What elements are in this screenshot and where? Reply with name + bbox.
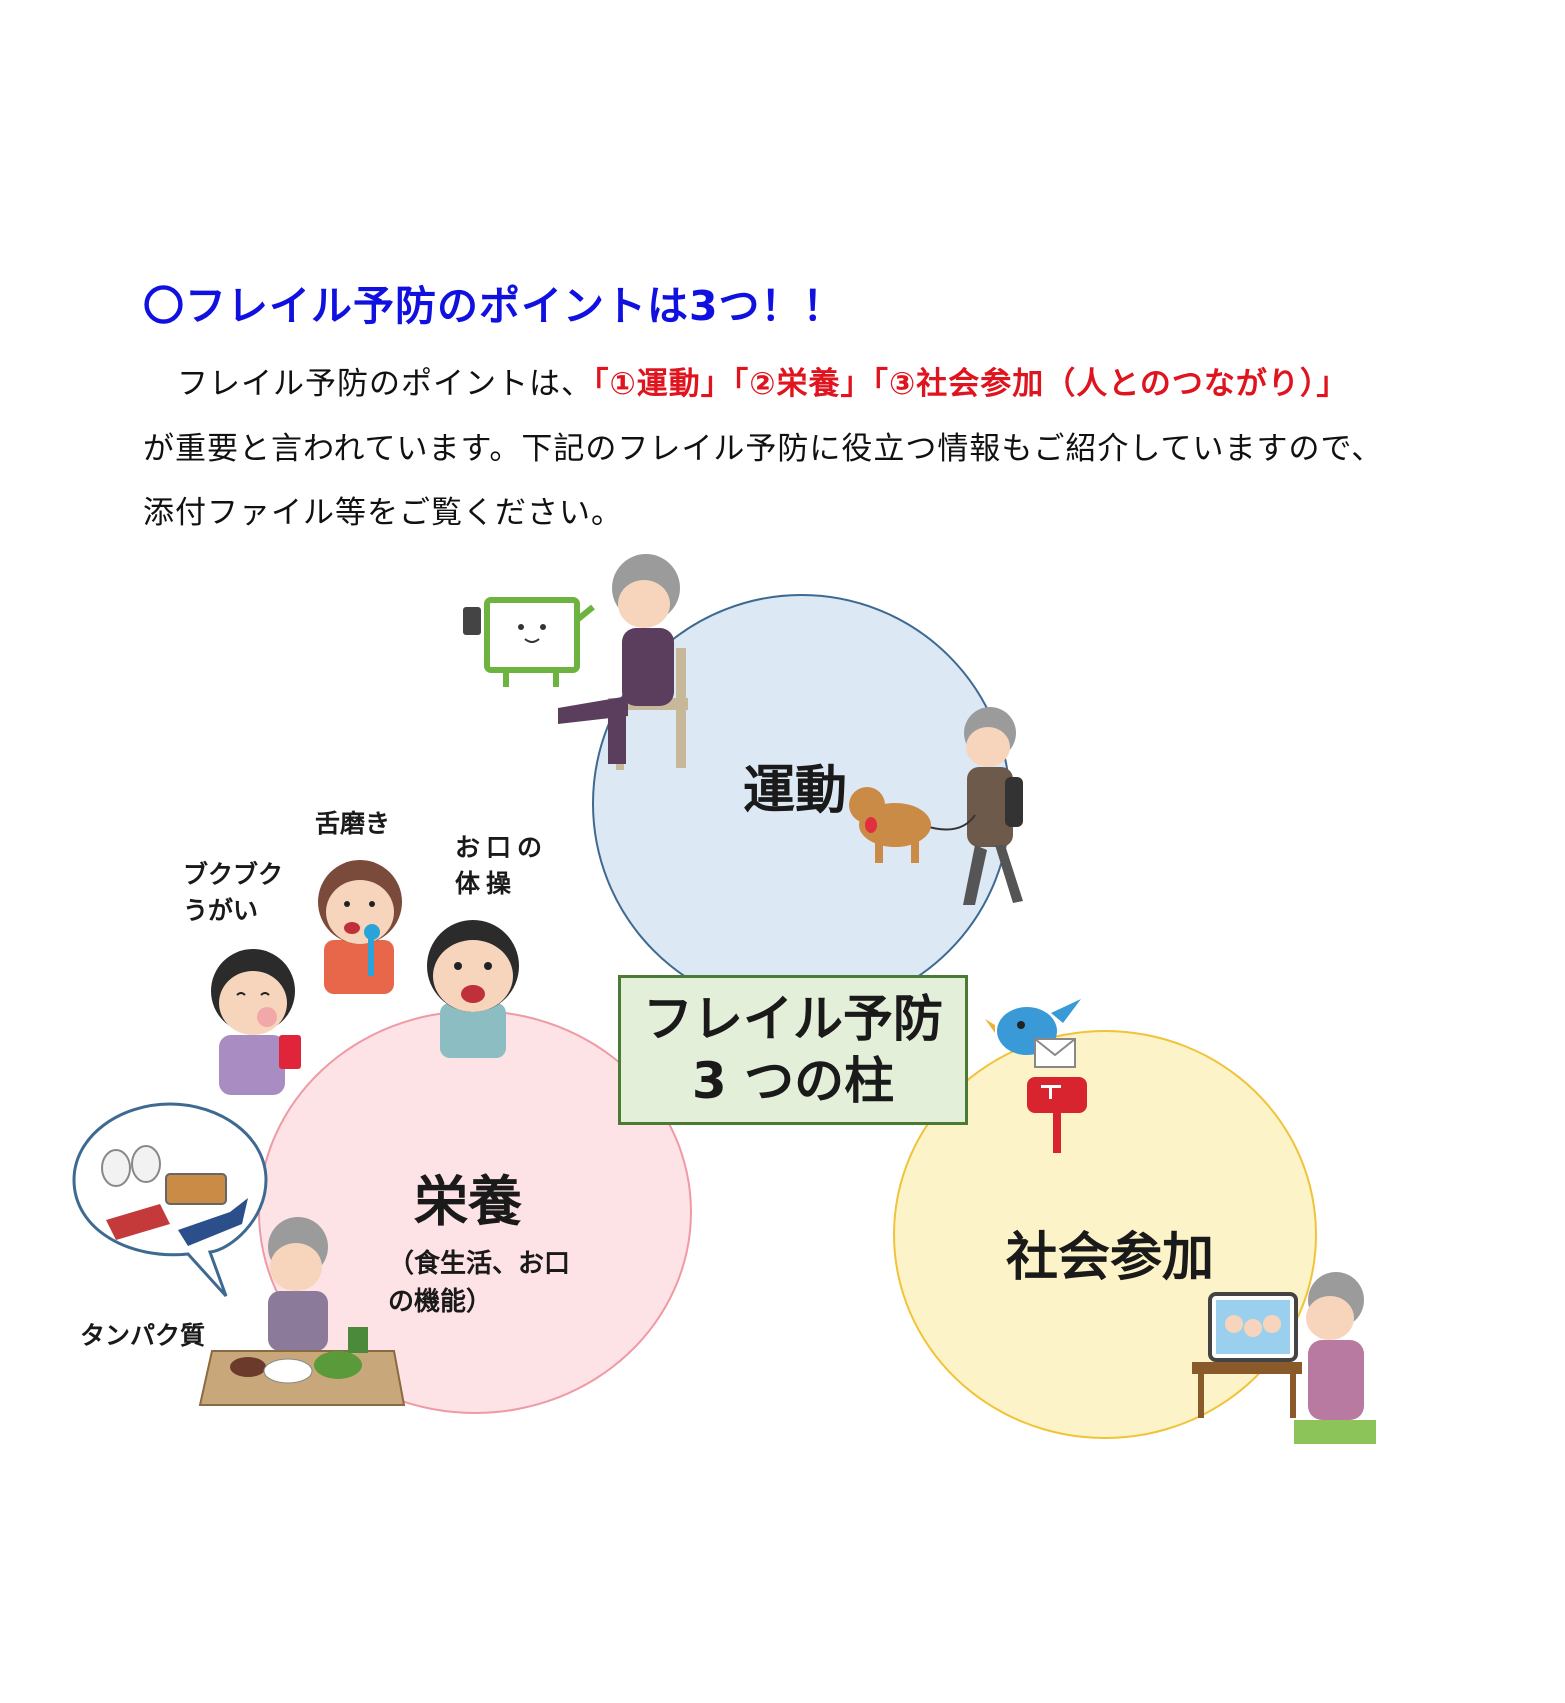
center-title-line-1: フレイル予防 — [643, 990, 943, 1048]
nutrition-sub-label: （食生活、お口の機能） — [388, 1249, 571, 1317]
tv-character-illustration — [463, 597, 595, 687]
seated-leg-raise-illustration — [558, 554, 688, 770]
dog-walk-illustration — [849, 707, 1023, 905]
social-participation-label: 社会参加 — [1006, 1228, 1215, 1288]
page-heading: 〇フレイル予防のポイントは3つ！！ — [143, 282, 845, 330]
mouth-exercise-label: お口の体操 — [455, 833, 549, 898]
intro-line-3: 添付ファイル等をご覧ください。 — [143, 495, 623, 531]
center-title-box: フレイル予防 3 つの柱 — [618, 975, 968, 1125]
video-call-illustration — [1192, 1272, 1376, 1444]
tongue-brushing-label: 舌磨き — [315, 809, 391, 838]
intro-line-2: が重要と言われています。下記のフレイル予防に役立つ情報もご紹介していますので、 — [143, 431, 1384, 467]
gargling-woman-illustration — [211, 949, 301, 1095]
bird-letter-illustration — [985, 999, 1081, 1068]
intro-line-1: フレイル予防のポイントは、「①運動」「②栄養」「③社会参加（人とのつながり）」 — [143, 358, 1473, 403]
exercise-label: 運動 — [743, 761, 848, 821]
protein-label: タンパク質 — [80, 1321, 206, 1350]
meal-illustration — [198, 1217, 406, 1406]
tongue-brushing-girl-illustration — [318, 860, 402, 994]
mailbox-illustration — [1027, 1077, 1087, 1153]
protein-speech-bubble-illustration — [72, 1102, 268, 1298]
intro-text: フレイル予防のポイントは、 — [177, 366, 593, 402]
highlight-three-pillars: 「①運動」「②栄養」「③社会参加（人とのつながり）」 — [593, 366, 1349, 402]
mouth-exercise-boy-illustration — [427, 920, 519, 1058]
center-title-line-2: 3 つの柱 — [691, 1052, 895, 1110]
gargle-label: ブクブクうがい — [183, 860, 284, 925]
nutrition-label: 栄養 — [414, 1170, 522, 1233]
